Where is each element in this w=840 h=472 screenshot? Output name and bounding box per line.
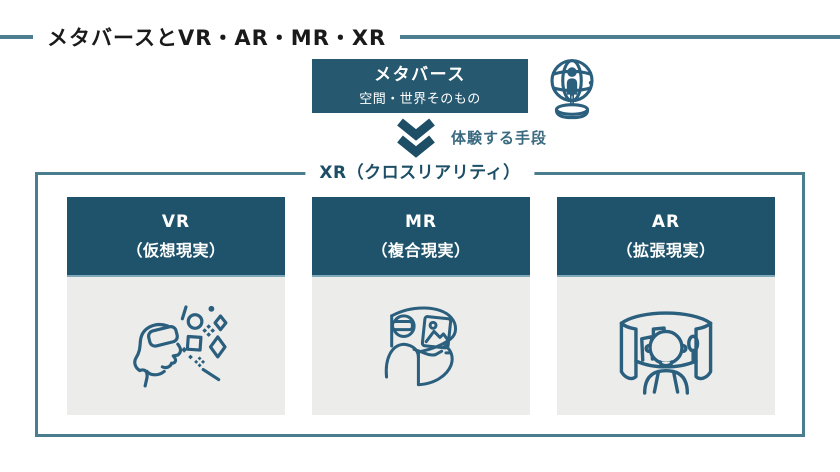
card-ar-header: AR （拡張現実）: [557, 197, 775, 277]
card-ar-name: AR: [651, 211, 681, 232]
ar-panorama-icon: [619, 310, 713, 395]
card-vr-name: VR: [161, 211, 191, 232]
card-vr-subtitle: （仮想現実）: [126, 240, 226, 260]
card-mr-subtitle: （複合現実）: [371, 240, 471, 260]
card-ar: AR （拡張現実）: [557, 197, 775, 415]
card-ar-subtitle: （拡張現実）: [616, 240, 716, 260]
double-chevron-down-icon: [397, 118, 435, 158]
card-ar-body: [557, 277, 775, 415]
metaverse-label: メタバース: [374, 65, 466, 85]
xr-group-label: XR（クロスリアリティ）: [305, 160, 535, 187]
card-mr-header: MR （複合現実）: [312, 197, 530, 277]
vr-headset-icon: [133, 305, 228, 388]
mr-curved-screen-icon: [384, 306, 458, 387]
metaverse-globe-icon: [550, 59, 594, 120]
metaverse-description: 空間・世界そのもの: [359, 92, 481, 107]
metaverse-box: メタバース 空間・世界そのもの: [312, 59, 528, 113]
card-mr-name: MR: [404, 211, 437, 232]
page-title: メタバースとVR・AR・MR・XR: [47, 26, 387, 50]
xr-cards-row: VR （仮想現実）: [67, 197, 775, 415]
card-vr-body: [67, 277, 285, 415]
card-vr-header: VR （仮想現実）: [67, 197, 285, 277]
title-rule-left: [0, 35, 33, 39]
diagram-header: メタバースとVR・AR・MR・XR: [0, 22, 840, 52]
card-mr: MR （複合現実）: [312, 197, 530, 415]
xr-group-box: XR（クロスリアリティ） VR （仮想現実）: [35, 160, 805, 437]
transition-label: 体験する手段: [451, 129, 548, 147]
card-mr-body: [312, 277, 530, 415]
card-vr: VR （仮想現実）: [67, 197, 285, 415]
title-rule-right: [400, 35, 840, 39]
